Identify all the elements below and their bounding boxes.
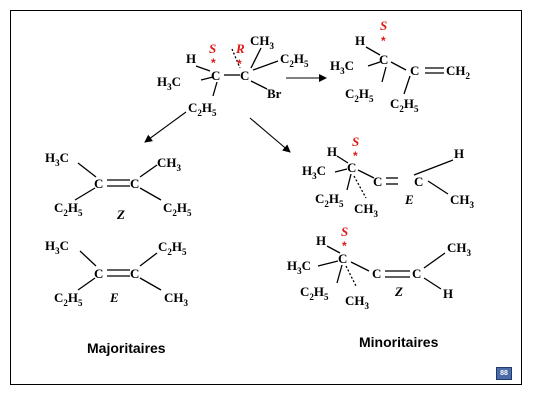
svg-text:C: C (130, 176, 139, 191)
svg-text:CH3: CH3 (250, 33, 275, 51)
svg-text:CH3: CH3 (447, 240, 472, 258)
svg-text:H: H (186, 51, 196, 66)
svg-text:*: * (353, 149, 358, 163)
svg-text:C2H5: C2H5 (158, 239, 187, 257)
caption-majoritaires: Majoritaires (87, 340, 166, 356)
page-number-badge: 88 (496, 367, 512, 380)
svg-text:H: H (454, 146, 464, 161)
svg-text:C: C (338, 251, 347, 266)
svg-text:C2H5: C2H5 (390, 96, 419, 114)
isomer-label-e: E (109, 290, 119, 305)
svg-text:CH3: CH3 (345, 293, 370, 311)
svg-text:H: H (355, 33, 365, 48)
svg-text:*: * (211, 56, 216, 70)
svg-text:CH3: CH3 (354, 201, 379, 219)
svg-text:S: S (380, 18, 387, 33)
svg-text:H: H (316, 233, 326, 248)
z-alkene-minor: H H3C C C C CH3 H C2H5 CH3 Z S * (287, 224, 472, 311)
svg-text:H3C: H3C (45, 238, 69, 256)
stereo-label-s: S (209, 41, 216, 56)
svg-text:C: C (347, 160, 356, 175)
svg-text:H3C: H3C (302, 163, 326, 181)
svg-text:C2H5: C2H5 (315, 191, 344, 209)
svg-text:C2H5: C2H5 (280, 51, 309, 69)
svg-text:CH3: CH3 (157, 155, 182, 173)
svg-text:C: C (240, 68, 249, 83)
caption-minoritaires: Minoritaires (359, 334, 439, 350)
svg-text:*: * (237, 57, 242, 71)
svg-text:CH3: CH3 (450, 192, 475, 210)
svg-text:*: * (342, 239, 347, 253)
svg-text:H3C: H3C (287, 258, 311, 276)
slide-frame (10, 10, 522, 385)
svg-text:H: H (443, 286, 453, 301)
isomer-label-z: Z (116, 207, 125, 222)
svg-text:CH3: CH3 (164, 290, 189, 308)
svg-text:C2H5: C2H5 (300, 284, 329, 302)
arrow-down-right (249, 117, 291, 153)
svg-text:C2H5: C2H5 (54, 200, 83, 218)
svg-text:C: C (94, 266, 103, 281)
svg-text:C2H5: C2H5 (188, 100, 217, 118)
svg-text:*: * (381, 34, 386, 48)
svg-text:CH2: CH2 (446, 63, 471, 81)
svg-text:C: C (379, 52, 388, 67)
svg-text:C2H5: C2H5 (54, 290, 83, 308)
svg-text:S: S (352, 134, 359, 149)
arrow-down-left (144, 111, 187, 143)
e-alkene-minor: H H3C C C C H CH3 C2H5 CH3 E S * (302, 134, 475, 219)
svg-text:C: C (94, 176, 103, 191)
svg-text:Z: Z (394, 284, 403, 299)
svg-text:S: S (341, 224, 348, 239)
svg-text:C: C (414, 174, 423, 189)
svg-text:C: C (211, 68, 220, 83)
svg-text:H3C: H3C (45, 150, 69, 168)
stereo-label-r: R (235, 41, 245, 56)
svg-text:C: C (373, 174, 382, 189)
terminal-alkene-product: H H3C C C CH2 C2H5 C2H5 S * (330, 18, 471, 114)
svg-text:C2H5: C2H5 (163, 200, 192, 218)
svg-text:Br: Br (267, 86, 282, 101)
svg-text:E: E (404, 192, 414, 207)
svg-text:C: C (372, 266, 381, 281)
svg-text:C2H5: C2H5 (345, 86, 374, 104)
e-alkene-major: H3C C C C2H5 C2H5 CH3 E (45, 238, 189, 308)
reactant-molecule: H H3C C C CH3 C2H5 Br C2H5 S * R * (157, 33, 309, 118)
svg-text:H: H (327, 144, 337, 159)
svg-text:C: C (410, 63, 419, 78)
svg-text:C: C (412, 266, 421, 281)
svg-text:H3C: H3C (157, 74, 181, 92)
svg-text:C: C (130, 266, 139, 281)
svg-text:H3C: H3C (330, 58, 354, 76)
z-alkene-major: H3C C C CH3 C2H5 C2H5 Z (45, 150, 192, 222)
